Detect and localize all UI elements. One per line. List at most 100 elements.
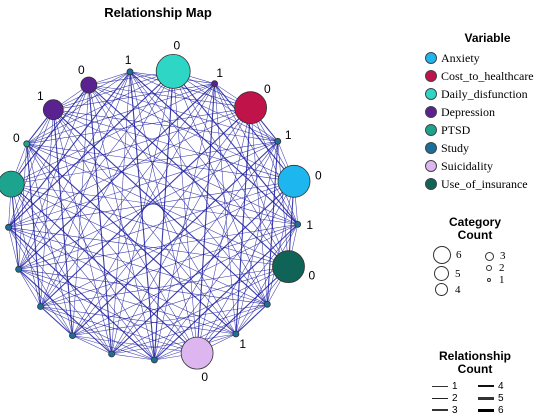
variable-legend-item: Daily_disfunction — [425, 85, 550, 103]
node-ptsd — [0, 170, 25, 198]
relationship-edge — [8, 109, 54, 228]
node-value-label: 0 — [264, 82, 271, 96]
relationship-edge — [172, 71, 198, 354]
relationship-edge — [26, 143, 155, 361]
node-value-label: 0 — [315, 169, 322, 183]
relationship-edge — [267, 181, 295, 305]
relationship-edge — [11, 184, 41, 307]
node-value-label: 0 — [78, 63, 85, 77]
node-value-label: 1 — [285, 128, 292, 142]
relationship-edge — [18, 224, 298, 270]
relationship-edge — [40, 107, 251, 307]
relationship-edge — [111, 71, 131, 355]
category-size-1: 1 — [485, 274, 525, 286]
relationship-edge — [88, 84, 237, 335]
relationship-edge — [11, 183, 112, 355]
relationship-edge — [52, 109, 268, 305]
variable-legend-title: Variable — [464, 31, 511, 45]
category-count-legend: Category Count 6 5 4 3 2 1 — [425, 216, 525, 296]
variable-legend-item: PTSD — [425, 121, 550, 139]
relationship-edge — [11, 183, 289, 267]
relationship-edge — [129, 71, 251, 108]
relationship-edge — [53, 109, 278, 142]
variable-legend-item: Anxiety — [425, 49, 550, 67]
category-size-5: 5 — [433, 266, 485, 281]
relationship-edge — [11, 183, 155, 361]
relationship-edge — [11, 141, 278, 185]
relationship-edge — [40, 224, 298, 307]
relationship-edge — [111, 353, 155, 361]
relationship-edge — [154, 83, 215, 361]
relationship-edge — [8, 71, 174, 228]
variable-legend-item: Cost_to_healthcare — [425, 67, 550, 85]
category-legend-title: Category Count — [425, 216, 525, 242]
node-depression — [80, 76, 98, 94]
node-study — [274, 137, 282, 145]
relationship-edge — [8, 181, 295, 228]
relationship-edge — [11, 183, 268, 305]
relationship-edge — [111, 333, 236, 355]
legend-label: Depression — [441, 104, 495, 119]
relationship-edge — [26, 71, 131, 145]
relationship-edge — [40, 71, 131, 307]
legend-label: Study — [441, 140, 470, 155]
relationship-edge — [196, 83, 216, 354]
relationship-edge — [111, 107, 251, 355]
relationship-edge — [8, 227, 237, 335]
node-suicidality — [180, 336, 214, 370]
node-study — [263, 300, 271, 308]
node-study — [5, 223, 12, 231]
relationship-edge — [8, 227, 268, 305]
relationship-edge — [111, 141, 279, 355]
category-legend-title-line1: Category — [448, 215, 501, 229]
legend-label: Anxiety — [441, 50, 480, 65]
relationship-edge — [214, 83, 295, 182]
nodes-layer: 01010101010101 — [0, 39, 322, 384]
relationship-edge — [72, 335, 155, 361]
relationship-edge — [88, 84, 113, 355]
relationship-edge — [88, 84, 251, 108]
legend-label: PTSD — [441, 122, 471, 137]
relationship-weight-3: 3 — [432, 404, 478, 416]
relationship-edge — [111, 266, 289, 355]
node-use-of-insurance — [272, 250, 305, 284]
relationship-edge — [129, 71, 268, 305]
edges-layer — [8, 71, 299, 361]
node-study — [150, 356, 158, 364]
node-value-label: 1 — [125, 53, 132, 67]
category-size-2: 2 — [485, 262, 525, 274]
node-daily-disfunction — [155, 54, 191, 89]
relationship-edge — [40, 306, 236, 335]
relationship-edge — [8, 84, 90, 228]
relationship-edge — [8, 227, 112, 355]
legend-label: Daily_disfunction — [441, 86, 528, 101]
relationship-edge — [40, 306, 155, 361]
relationship-edge — [53, 109, 112, 355]
relationship-edge — [88, 84, 278, 142]
relationship-edge — [88, 84, 268, 305]
node-value-label: 0 — [201, 370, 208, 384]
relationship-edge — [10, 84, 90, 185]
relationship-edge — [8, 227, 19, 270]
legend-swatch — [425, 106, 437, 118]
chart-title: Relationship Map — [104, 5, 212, 20]
node-value-label: 1 — [216, 66, 223, 80]
node-value-label: 0 — [13, 131, 20, 145]
legend-swatch — [425, 52, 437, 64]
relationship-edge — [129, 71, 289, 267]
relationship-edge — [18, 269, 41, 307]
relationship-edge — [196, 224, 298, 354]
relationship-edge — [11, 109, 54, 185]
node-depression — [211, 80, 219, 88]
relationship-edge — [40, 71, 174, 307]
relationship-edge — [129, 71, 299, 225]
node-study — [15, 265, 23, 273]
relationship-edge — [88, 84, 295, 182]
relationship-edge — [40, 306, 73, 337]
legend-swatch — [425, 124, 437, 136]
relationship-edge — [40, 83, 215, 307]
legend-label: Cost_to_healthcare — [441, 68, 534, 83]
relationship-edge — [40, 181, 295, 307]
legend-swatch — [425, 178, 437, 190]
node-ptsd — [23, 140, 31, 148]
